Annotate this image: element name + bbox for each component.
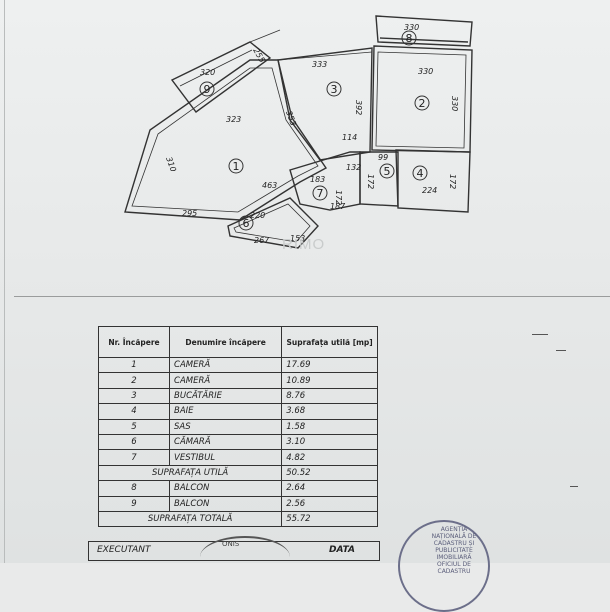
dim-label: 353: [284, 110, 298, 127]
col-area-header: Suprafața utilă [mp]: [281, 326, 378, 358]
margin-line: [4, 0, 5, 563]
total-row: Suprafața totală 55.72: [97, 510, 378, 528]
dim-label: 330: [450, 96, 459, 111]
cell-nr: 2: [97, 372, 171, 389]
dim-label: 323: [226, 115, 241, 124]
cell-area: 3.10: [281, 433, 378, 451]
cell-nr: 6: [97, 433, 171, 451]
dim-label: 333: [312, 60, 327, 69]
cell-name: Baie: [169, 403, 283, 420]
margin-tick: [570, 486, 578, 487]
table-row: 6 Cămară 3.10: [97, 433, 378, 451]
table-row: 9 Balcon 2.56: [97, 495, 378, 512]
table-row: 8 Balcon 2.64: [97, 480, 378, 497]
rooms-table: Nr. Încăpere Denumire încăpere Suprafața…: [97, 326, 378, 528]
floor-plan-drawing: 9 8 3 2 1 4 5 7 6 330 333 330 320 323 39…: [124, 15, 473, 249]
agency-stamp-text: AGENȚIA NAȚIONALĂ DE CADASTRU ȘI PUBLICI…: [431, 526, 477, 575]
cell-area: 4.82: [281, 449, 378, 466]
dim-label: 463: [262, 181, 277, 190]
cell-area: 1.58: [281, 418, 378, 435]
margin-tick: [532, 334, 548, 335]
cell-name: Cămară: [169, 433, 283, 451]
cell-name: Vestibul: [169, 449, 283, 466]
total-value: 55.72: [281, 510, 378, 528]
dim-label: 330: [418, 67, 433, 76]
col-name-header: Denumire încăpere: [169, 326, 283, 358]
cell-area: 10.89: [281, 372, 378, 389]
dim-label: 295: [182, 209, 197, 218]
dim-label: 392: [354, 100, 363, 115]
table-row: 2 Cameră 10.89: [97, 372, 378, 389]
dim-label: 267: [254, 236, 270, 245]
section-divider: [14, 296, 610, 297]
dim-label: 187: [330, 202, 346, 211]
dim-label: 310: [164, 156, 178, 173]
cell-name: Balcon: [169, 480, 283, 497]
subtotal-row: Suprafața utilă 50.52: [97, 464, 378, 482]
room-4-label: 4: [417, 167, 424, 180]
room-5-label: 5: [384, 165, 391, 178]
dim-label: 220: [250, 211, 265, 220]
table-row: 1 Cameră 17.69: [97, 356, 378, 374]
cell-area: 17.69: [281, 356, 378, 374]
room-7-label: 7: [317, 187, 324, 200]
stamp-arc-text: ONIS: [222, 540, 240, 548]
cell-area: 2.64: [281, 480, 378, 497]
floor-plan: 9 8 3 2 1 4 5 7 6 330 333 330 320 323 39…: [0, 0, 610, 300]
dim-label: 330: [404, 23, 419, 32]
room-9-label: 9: [204, 83, 211, 96]
room-3-label: 3: [331, 83, 338, 96]
cell-name: Balcon: [169, 495, 283, 512]
watermark: RIMO: [282, 236, 326, 253]
subtotal-label: Suprafața utilă: [97, 464, 283, 482]
dim-label: 183: [310, 175, 325, 184]
table-row: 3 Bucătărie 8.76: [97, 387, 378, 405]
table-header-row: Nr. Încăpere Denumire încăpere Suprafața…: [97, 326, 378, 358]
cell-name: Bucătărie: [169, 387, 283, 405]
date-label: DATA: [329, 545, 355, 555]
dim-label: 153: [290, 234, 305, 243]
cell-name: Cameră: [169, 372, 283, 389]
total-label: Suprafața totală: [97, 510, 283, 528]
executant-label: EXECUTANT: [97, 545, 151, 555]
cell-area: 3.68: [281, 403, 378, 420]
cell-nr: 1: [97, 356, 171, 374]
cell-area: 8.76: [281, 387, 378, 405]
room-1-label: 1: [233, 160, 240, 173]
margin-tick: [556, 350, 566, 351]
dim-label: 320: [200, 68, 215, 77]
table-row: 7 Vestibul 4.82: [97, 449, 378, 466]
cell-nr: 7: [97, 449, 171, 466]
dim-label: 132: [346, 163, 361, 172]
dim-label: 224: [422, 186, 437, 195]
cell-nr: 9: [97, 495, 171, 512]
cell-nr: 4: [97, 403, 171, 420]
dim-label: 172: [448, 174, 457, 189]
room-8-label: 8: [406, 32, 413, 45]
subtotal-value: 50.52: [281, 464, 378, 482]
cell-name: Cameră: [169, 356, 283, 374]
stamp-arc: [200, 536, 290, 578]
cell-name: Sas: [169, 418, 283, 435]
room-2-label: 2: [419, 97, 426, 110]
dim-label: 172: [366, 174, 375, 189]
cell-nr: 8: [97, 480, 171, 497]
dim-label: 172: [334, 190, 343, 205]
cell-nr: 3: [97, 387, 171, 405]
cell-nr: 5: [97, 418, 171, 435]
dim-label: 99: [378, 153, 388, 162]
dim-label: 114: [342, 133, 357, 142]
table-row: 4 Baie 3.68: [97, 403, 378, 420]
room-6-label: 6: [243, 217, 250, 230]
col-nr-header: Nr. Încăpere: [97, 326, 171, 358]
table-row: 5 Sas 1.58: [97, 418, 378, 435]
cell-area: 2.56: [281, 495, 378, 512]
